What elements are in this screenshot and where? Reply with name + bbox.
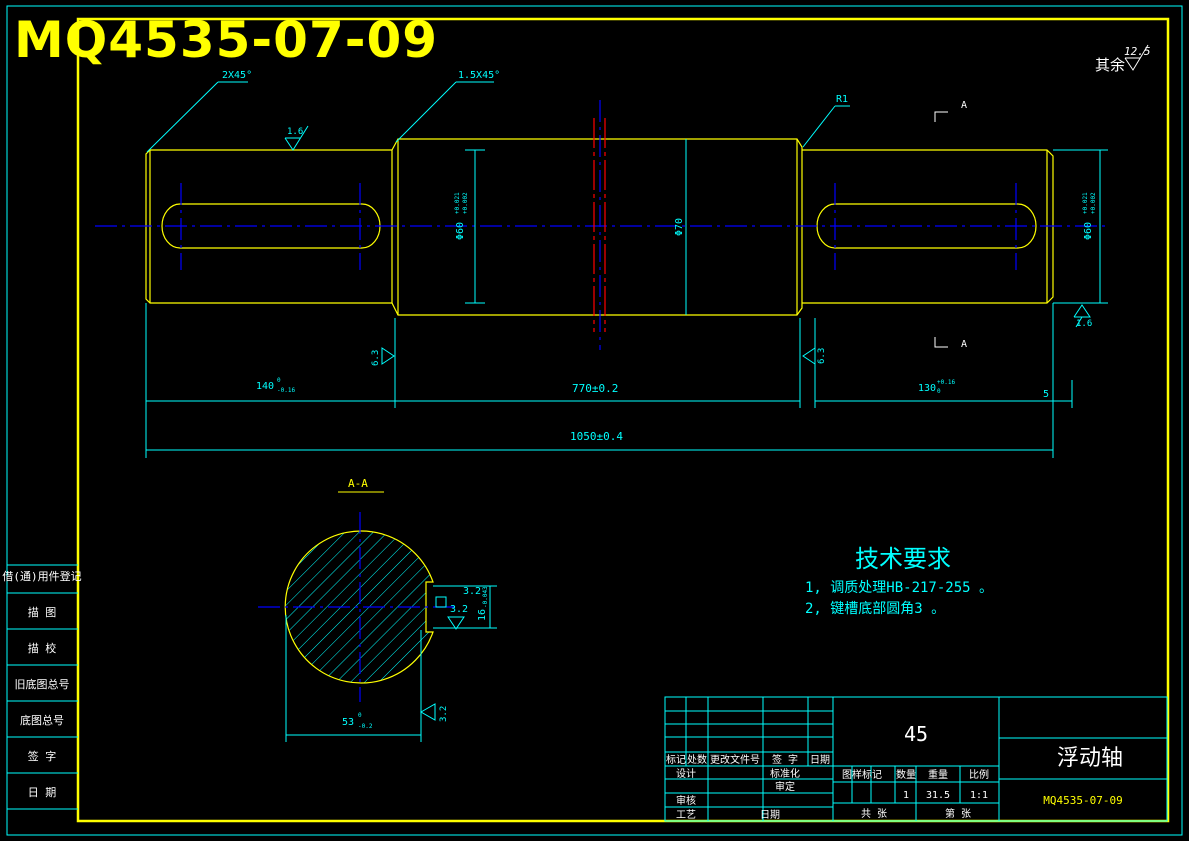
dim-key-width: 16 bbox=[477, 609, 488, 621]
red-cut-lines bbox=[593, 118, 606, 332]
drawing-number-title: MQ4535-07-09 bbox=[14, 11, 439, 69]
roughness-keyway-side-value: 3.2 bbox=[450, 604, 468, 615]
dim-right-tol-lower: +0.002 bbox=[1090, 192, 1097, 214]
dim-right-length: 130 bbox=[918, 383, 936, 394]
tb-stage-header: 图样标记 bbox=[842, 768, 882, 781]
dim-key-tol: -0.043 bbox=[482, 586, 489, 608]
dim-end-length: 5 bbox=[1043, 389, 1049, 400]
inner-frame bbox=[76, 17, 1170, 823]
tb-approve: 审定 bbox=[775, 780, 795, 793]
tb-weight-header: 重量 bbox=[928, 768, 948, 781]
tb-standardize: 标准化 bbox=[770, 767, 800, 780]
tb-check: 审核 bbox=[676, 794, 696, 807]
roughness-top-left-value: 1.6 bbox=[287, 127, 303, 137]
roughness-keyway-bottom-icon bbox=[419, 703, 436, 721]
dim-right-length-tol-upper: +0.16 bbox=[937, 379, 955, 386]
dim-right-diameter: Φ60 bbox=[1083, 222, 1094, 240]
roughness-top-left-icon bbox=[284, 125, 309, 151]
rev-header-count: 处数 bbox=[687, 753, 707, 766]
tb-qty-header: 数量 bbox=[896, 768, 916, 781]
dim-left-length-tol-upper: 0 bbox=[277, 377, 281, 384]
dim-section-width: 53 bbox=[342, 717, 354, 728]
fillet-leader bbox=[802, 105, 836, 148]
roughness-symbol-icon bbox=[1124, 44, 1149, 71]
roughness-shoulder-left-value: 6.3 bbox=[371, 350, 381, 366]
dim-left-length: 140 bbox=[256, 381, 274, 392]
section-center-lines bbox=[258, 512, 455, 702]
tb-process: 工艺 bbox=[676, 809, 696, 821]
tech-requirements-title: 技术要求 bbox=[855, 545, 951, 573]
roughness-right-icon bbox=[1073, 304, 1091, 328]
section-mark-top bbox=[934, 111, 948, 122]
left-panel-label-1: 描 图 bbox=[28, 605, 57, 619]
surface-finish-value: 12.5 bbox=[1124, 45, 1151, 58]
left-panel-label-3: 旧底图总号 bbox=[15, 677, 70, 691]
tb-sheet-no: 第 张 bbox=[945, 807, 971, 820]
fillet-label: R1 bbox=[836, 94, 848, 105]
tech-requirement-2: 2, 键槽底部圆角3 。 bbox=[805, 601, 945, 617]
tb-scale: 1:1 bbox=[970, 790, 988, 801]
surface-finish-prefix: 其余 bbox=[1095, 56, 1125, 74]
left-panel-label-4: 底图总号 bbox=[20, 713, 64, 727]
dim-left-tol-lower: +0.002 bbox=[462, 192, 469, 214]
rev-header-file: 更改文件号 bbox=[710, 753, 760, 766]
section-mark-bottom bbox=[934, 337, 948, 348]
tb-part-name: 浮动轴 bbox=[1057, 746, 1123, 771]
section-view-title: A-A bbox=[348, 477, 368, 490]
dim-section-width-tol-upper: 0 bbox=[358, 712, 362, 719]
section-mark-bottom-label: A bbox=[961, 339, 967, 350]
left-panel-label-6: 日 期 bbox=[28, 786, 57, 799]
dim-left-length-tol-lower: -0.16 bbox=[277, 387, 295, 394]
roughness-right-value: 1.6 bbox=[1076, 319, 1092, 329]
tech-requirement-1: 1, 调质处理HB-217-255 。 bbox=[805, 580, 993, 596]
center-lines bbox=[95, 100, 1110, 350]
tb-quantity: 1 bbox=[903, 790, 909, 801]
tb-design: 设计 bbox=[676, 767, 696, 780]
dim-left-diameter: Φ60 bbox=[455, 222, 466, 240]
roughness-keyway-box bbox=[435, 596, 447, 608]
dim-right-length-tol-lower: 0 bbox=[937, 388, 941, 395]
outer-frame bbox=[6, 5, 1183, 836]
tb-date: 日期 bbox=[760, 809, 780, 821]
roughness-shoulder-right-icon bbox=[802, 347, 816, 365]
shaft-outline bbox=[145, 138, 1054, 316]
roughness-keyway-side-value-2: 3.2 bbox=[463, 586, 481, 597]
section-mark-top-label: A bbox=[961, 100, 967, 111]
dim-middle-length: 770±0.2 bbox=[572, 382, 618, 395]
dim-right-tol-upper: +0.021 bbox=[1082, 192, 1089, 214]
tb-drawing-no: MQ4535-07-09 bbox=[1043, 794, 1122, 807]
roughness-shoulder-right-value: 6.3 bbox=[817, 348, 827, 364]
dim-overall-length: 1050±0.4 bbox=[570, 430, 623, 443]
left-panel-label-0: 借(通)用件登记 bbox=[2, 569, 81, 583]
left-panel-label-5: 签 字 bbox=[28, 749, 57, 763]
tb-total-sheets: 共 张 bbox=[861, 808, 887, 820]
roughness-keyway-side-icon bbox=[447, 616, 465, 630]
rev-header-mark: 标记 bbox=[666, 754, 686, 766]
dim-left-tol-upper: +0.021 bbox=[454, 192, 461, 214]
rev-header-sign: 签 字 bbox=[772, 753, 798, 766]
tb-material: 45 bbox=[904, 722, 928, 746]
chamfer-left-leader bbox=[146, 81, 219, 153]
chamfer-left-label: 2X45° bbox=[222, 70, 252, 81]
tb-weight: 31.5 bbox=[926, 790, 950, 801]
chamfer-middle-label: 1.5X45° bbox=[458, 70, 500, 81]
rev-header-date: 日期 bbox=[810, 754, 830, 766]
dim-middle-diameter: Φ70 bbox=[674, 218, 685, 236]
chamfer-middle-leader bbox=[395, 81, 457, 143]
left-panel bbox=[7, 564, 78, 810]
tb-scale-header: 比例 bbox=[969, 768, 989, 781]
title-block-grid bbox=[664, 696, 1168, 822]
left-panel-label-2: 描 校 bbox=[28, 641, 57, 655]
roughness-shoulder-left-icon bbox=[381, 347, 395, 365]
dim-section-width-tol-lower: -0.2 bbox=[358, 723, 373, 730]
roughness-keyway-bottom-value: 3.2 bbox=[439, 706, 449, 722]
